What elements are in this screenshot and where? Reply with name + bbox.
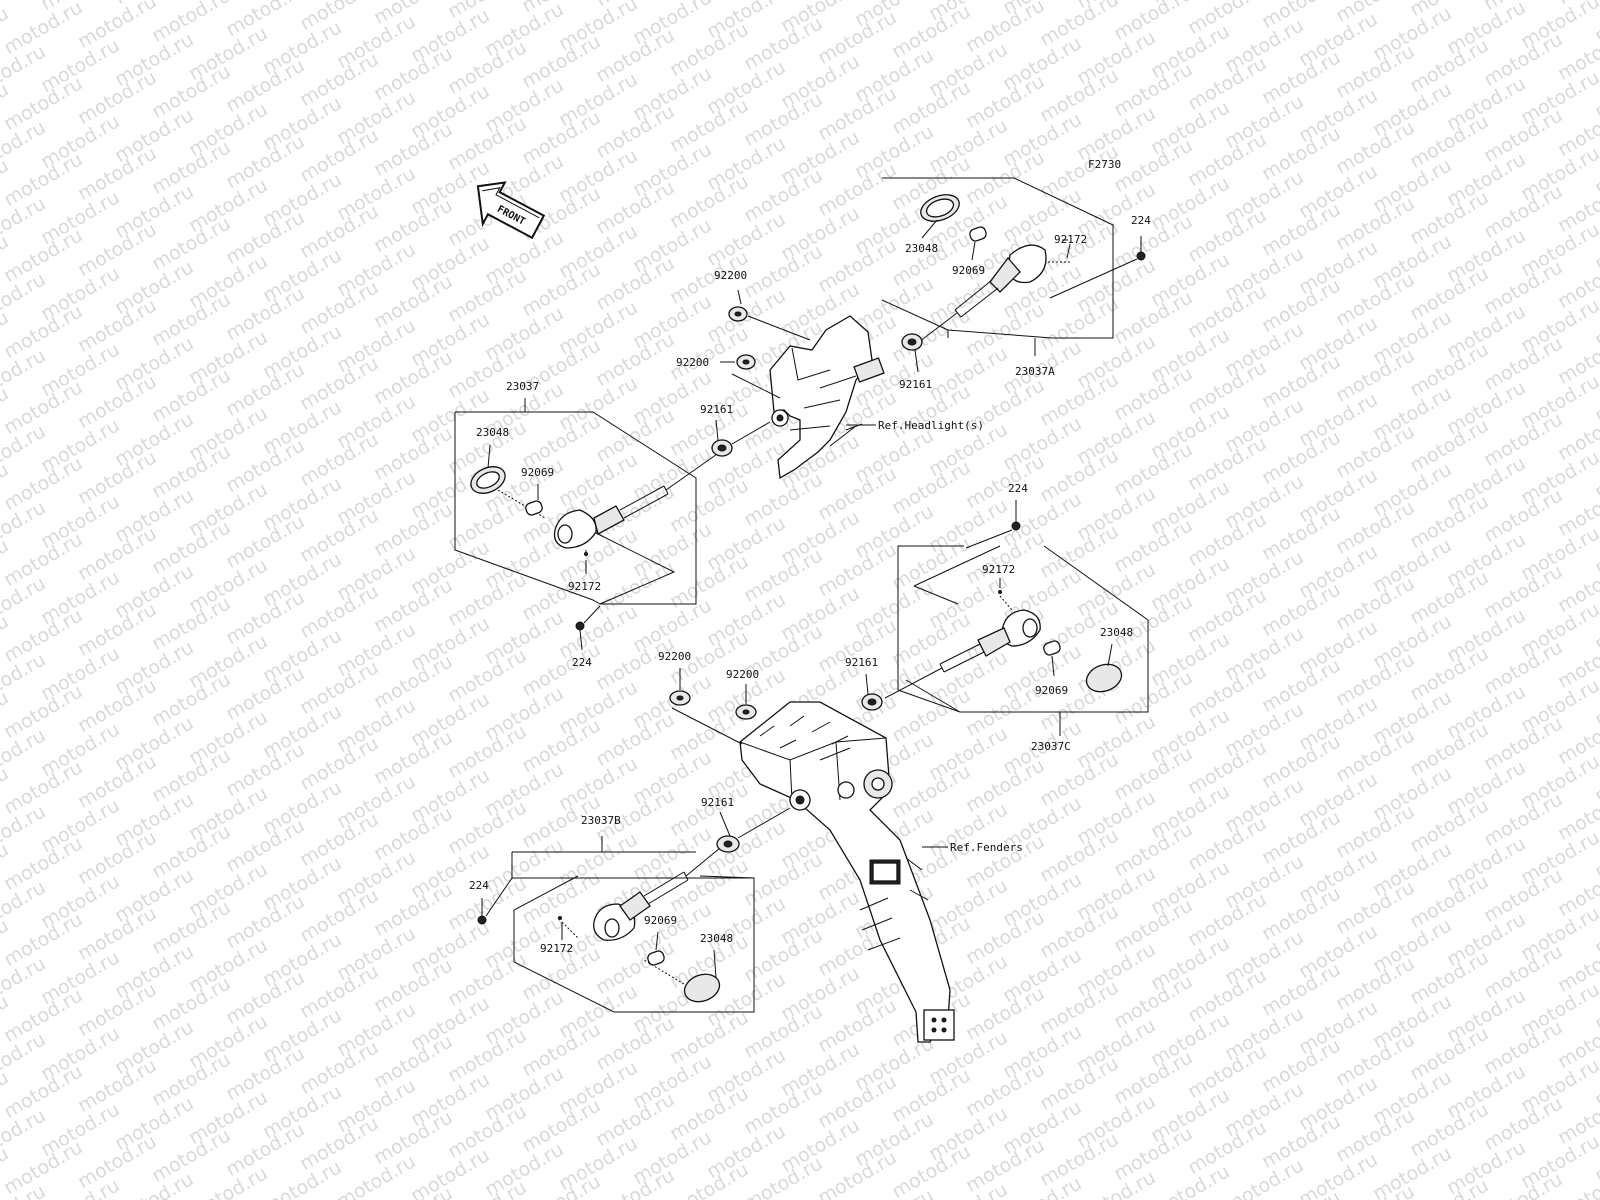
front-left-screw-label: 224 [572, 656, 592, 669]
rear-right-bulb [1043, 640, 1061, 656]
rear-left-collar-label: 92200 [658, 650, 691, 663]
front-right-bulb [969, 226, 987, 242]
rear-left-lens-label: 23048 [700, 932, 733, 945]
rear-right-lens [1085, 663, 1123, 693]
front-lower-collar-label: 92200 [676, 356, 709, 369]
front-right-turn-signal-group: 23037A 23048 92069 92172 224 92161 [881, 177, 1151, 391]
front-left-lens-label: 23048 [476, 426, 509, 439]
rear-right-assembly-label: 23037C [1031, 740, 1071, 753]
rear-left-screw [477, 915, 487, 925]
rear-left-bulb [647, 950, 665, 966]
rear-fender-bracket: Ref.Fenders 92200 92200 [658, 650, 1023, 1043]
rear-right-bulb-label: 92069 [1035, 684, 1068, 697]
front-left-grommet-label: 92161 [700, 403, 733, 416]
front-right-lens-label: 23048 [905, 242, 938, 255]
front-left-turn-signal-group: 23037 23048 92069 92172 224 92161 [454, 380, 771, 669]
front-left-screw [575, 621, 585, 631]
ref-fenders-label: Ref.Fenders [950, 841, 1023, 854]
rear-right-turn-signal-group: 23037C 23048 92069 92172 224 92161 [845, 482, 1149, 753]
front-left-bulb [525, 500, 543, 516]
front-right-assembly-box [881, 177, 1114, 339]
front-right-bulb-label: 92069 [952, 264, 985, 277]
rear-right-screw-small-label: 92172 [982, 563, 1015, 576]
front-upper-collar-label: 92200 [714, 269, 747, 282]
rear-left-assembly-box [485, 836, 755, 1013]
rear-left-screw-small-label: 92172 [540, 942, 573, 955]
front-left-assembly-box [454, 411, 697, 605]
front-direction-arrow-icon: FRONT [476, 181, 546, 240]
headlight-bracket: 92200 92200 Ref.Headlight(s) [676, 269, 984, 480]
rear-right-assembly-box [897, 545, 1149, 713]
front-right-grommet-label: 92161 [899, 378, 932, 391]
front-left-assembly-label: 23037 [506, 380, 539, 393]
front-right-screw [1136, 251, 1146, 261]
rear-right-screw-label: 224 [1008, 482, 1028, 495]
front-right-screw-small-label: 92172 [1054, 233, 1087, 246]
rear-right-grommet-label: 92161 [845, 656, 878, 669]
rear-left-screw-label: 224 [469, 879, 489, 892]
front-left-bulb-label: 92069 [521, 466, 554, 479]
rear-right-screw [1011, 521, 1021, 531]
figure-code: F2730 [1088, 158, 1121, 171]
rear-right-lens-label: 23048 [1100, 626, 1133, 639]
rear-left-assembly-label: 23037B [581, 814, 621, 827]
rear-left-turn-signal-group: 23037B 23048 92069 92172 224 92161 [469, 796, 791, 1013]
front-right-screw-label: 224 [1131, 214, 1151, 227]
rear-left-lens [683, 973, 721, 1003]
rear-left-grommet-label: 92161 [701, 796, 734, 809]
front-left-screw-small-label: 92172 [568, 580, 601, 593]
ref-headlight-label: Ref.Headlight(s) [878, 419, 984, 432]
rear-right-collar-label: 92200 [726, 668, 759, 681]
front-right-assembly-label: 23037A [1015, 365, 1055, 378]
rear-left-bulb-label: 92069 [644, 914, 677, 927]
